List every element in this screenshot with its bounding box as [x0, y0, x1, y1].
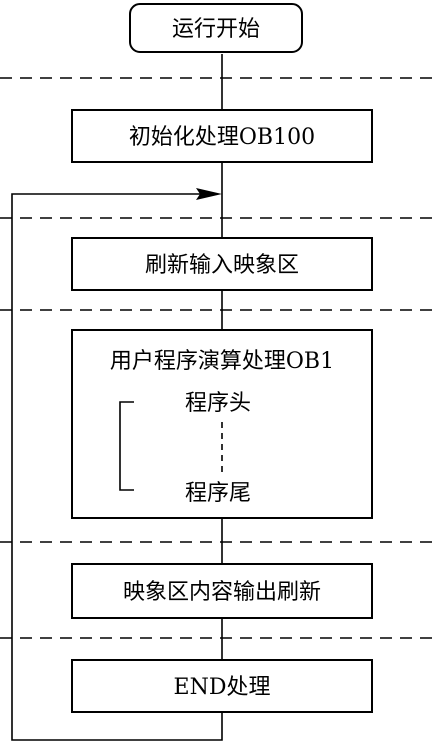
loop-back-line — [11, 193, 223, 741]
end-label: END处理 — [174, 675, 271, 700]
init-box — [71, 109, 373, 163]
program-head-label: 程序头 — [185, 391, 251, 416]
end-box — [71, 659, 373, 713]
start-label: 运行开始 — [172, 17, 260, 42]
user-program-label: 用户程序演算处理OB1 — [110, 349, 334, 374]
start-box — [129, 3, 303, 53]
init-label: 初始化处理OB100 — [129, 125, 315, 150]
program-bracket — [119, 401, 134, 491]
output-refresh-label: 映象区内容输出刷新 — [123, 580, 321, 605]
refresh-input-label: 刷新输入映象区 — [145, 253, 299, 278]
program-tail-label: 程序尾 — [185, 481, 251, 506]
refresh-input-box — [71, 237, 373, 291]
loop-arrowhead — [196, 188, 222, 200]
output-refresh-box — [71, 563, 373, 619]
